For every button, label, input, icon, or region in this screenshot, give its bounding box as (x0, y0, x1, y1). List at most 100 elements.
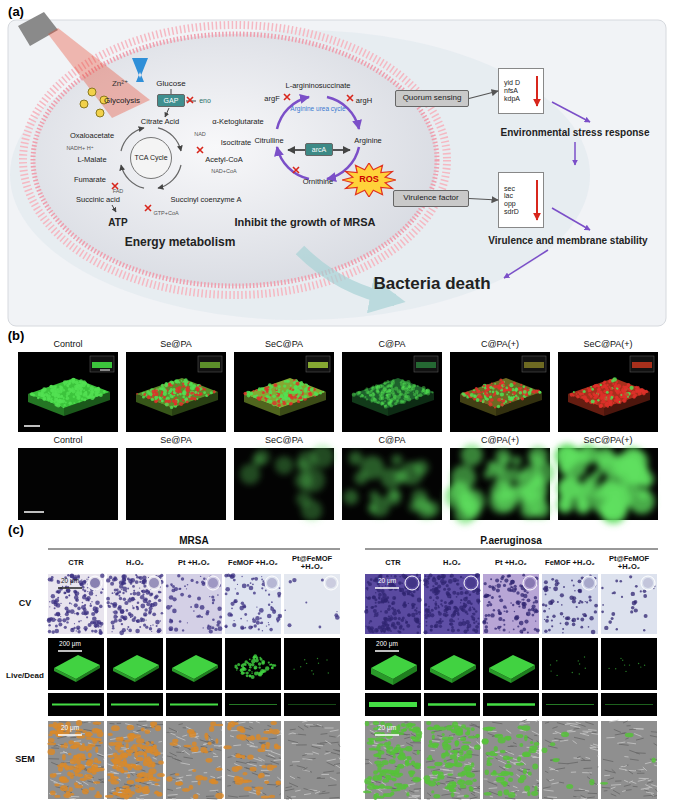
cell-dot (278, 385, 281, 388)
bacteria-cell (68, 753, 71, 756)
bacteria-cell (142, 788, 150, 794)
stain-dot (57, 618, 62, 623)
cell-dot (401, 401, 403, 403)
stain-dot (99, 622, 102, 625)
stain-dot (136, 592, 140, 596)
cell-dot (31, 393, 33, 395)
bacteria-cell (77, 753, 85, 757)
cell-dot (213, 390, 216, 393)
cell-dot (171, 381, 174, 384)
cell-dot (508, 391, 510, 393)
bacteria-cell (54, 795, 60, 798)
cell-dot (473, 398, 475, 400)
glow-blob (530, 474, 544, 488)
cell-dot (294, 385, 298, 389)
stain-dot (137, 601, 140, 604)
bacteria-cell (93, 781, 100, 784)
bacteria-cell (144, 776, 148, 782)
cell-dot (286, 389, 289, 392)
stain-dot (107, 601, 110, 604)
cell-dot (499, 378, 502, 381)
cell-dot (470, 393, 474, 397)
stain-dot (57, 597, 59, 599)
stain-dot (78, 621, 80, 623)
stain-dot (201, 616, 203, 618)
cell-dot (485, 398, 487, 400)
bacteria-cell (54, 784, 60, 787)
cell-dot (257, 397, 261, 401)
glow-blob (389, 489, 400, 500)
stain-dot (142, 594, 144, 596)
cell-dot (598, 386, 600, 388)
stain-dot (91, 630, 94, 633)
bacteria-cell (153, 745, 156, 750)
stain-dot (123, 616, 128, 621)
glow-blob (511, 456, 521, 466)
cell-dot (199, 392, 202, 395)
glow-blob (558, 477, 579, 498)
cell-dot (156, 389, 158, 391)
cell-dot (371, 387, 374, 390)
cell-dot (615, 389, 618, 392)
cell-dot (69, 380, 72, 383)
stain-dot (181, 577, 184, 580)
cell-dot (387, 401, 391, 405)
cell-dot (255, 389, 257, 391)
cell-dot (176, 384, 178, 386)
cell-dot (509, 383, 513, 387)
cell-dot (78, 400, 80, 402)
stain-dot (156, 625, 158, 627)
stain-dot (76, 612, 78, 614)
bacteria-cell (108, 755, 114, 758)
bacteria-cell (82, 730, 87, 733)
stain-dot (83, 594, 86, 597)
cell-dot (588, 393, 591, 396)
cell-dot (290, 387, 292, 389)
bacteria-cell (85, 732, 93, 736)
bacteria-cell (157, 773, 165, 777)
stain-dot (94, 630, 97, 633)
stain-dot (100, 591, 103, 594)
bacteria-cell (125, 770, 128, 772)
cell-dot (513, 382, 516, 385)
stain-dot (140, 604, 145, 609)
cell-dot (624, 391, 627, 394)
stain-dot (193, 610, 195, 612)
stain-dot (211, 595, 214, 598)
cell-dot (274, 383, 278, 387)
stain-dot (62, 586, 63, 587)
cell-dot (82, 381, 85, 384)
stain-dot (143, 579, 146, 582)
cell-dot (606, 384, 608, 386)
cell-dot (308, 392, 312, 396)
stain-dot (201, 581, 204, 584)
bacteria-cell (155, 783, 159, 785)
stain-dot (110, 582, 114, 586)
stain-dot (128, 579, 133, 584)
bacteria-cell (129, 736, 134, 742)
bacteria-cell (96, 791, 99, 796)
glow-blob (311, 444, 335, 468)
cell-dot (508, 397, 510, 399)
stain-dot (200, 576, 201, 577)
cell-dot (421, 390, 424, 393)
cell-dot (387, 386, 389, 388)
cell-dot (304, 395, 308, 399)
cell-dot (160, 394, 163, 397)
stain-dot (84, 590, 87, 593)
cell-dot (591, 400, 595, 404)
cell-dot (637, 386, 640, 389)
cell-dot (616, 381, 618, 383)
stain-dot (66, 611, 68, 613)
cell-dot (66, 397, 69, 400)
cell-dot (83, 389, 85, 391)
bacteria-cell (135, 784, 139, 788)
stain-dot (136, 620, 139, 623)
cell-dot (179, 402, 183, 406)
bacteria-cell (59, 776, 68, 781)
bacteria-cell (60, 785, 68, 791)
glow-blob (593, 470, 602, 479)
cell-dot (68, 389, 70, 391)
cell-dot (416, 393, 418, 395)
cell-dot (494, 394, 496, 396)
